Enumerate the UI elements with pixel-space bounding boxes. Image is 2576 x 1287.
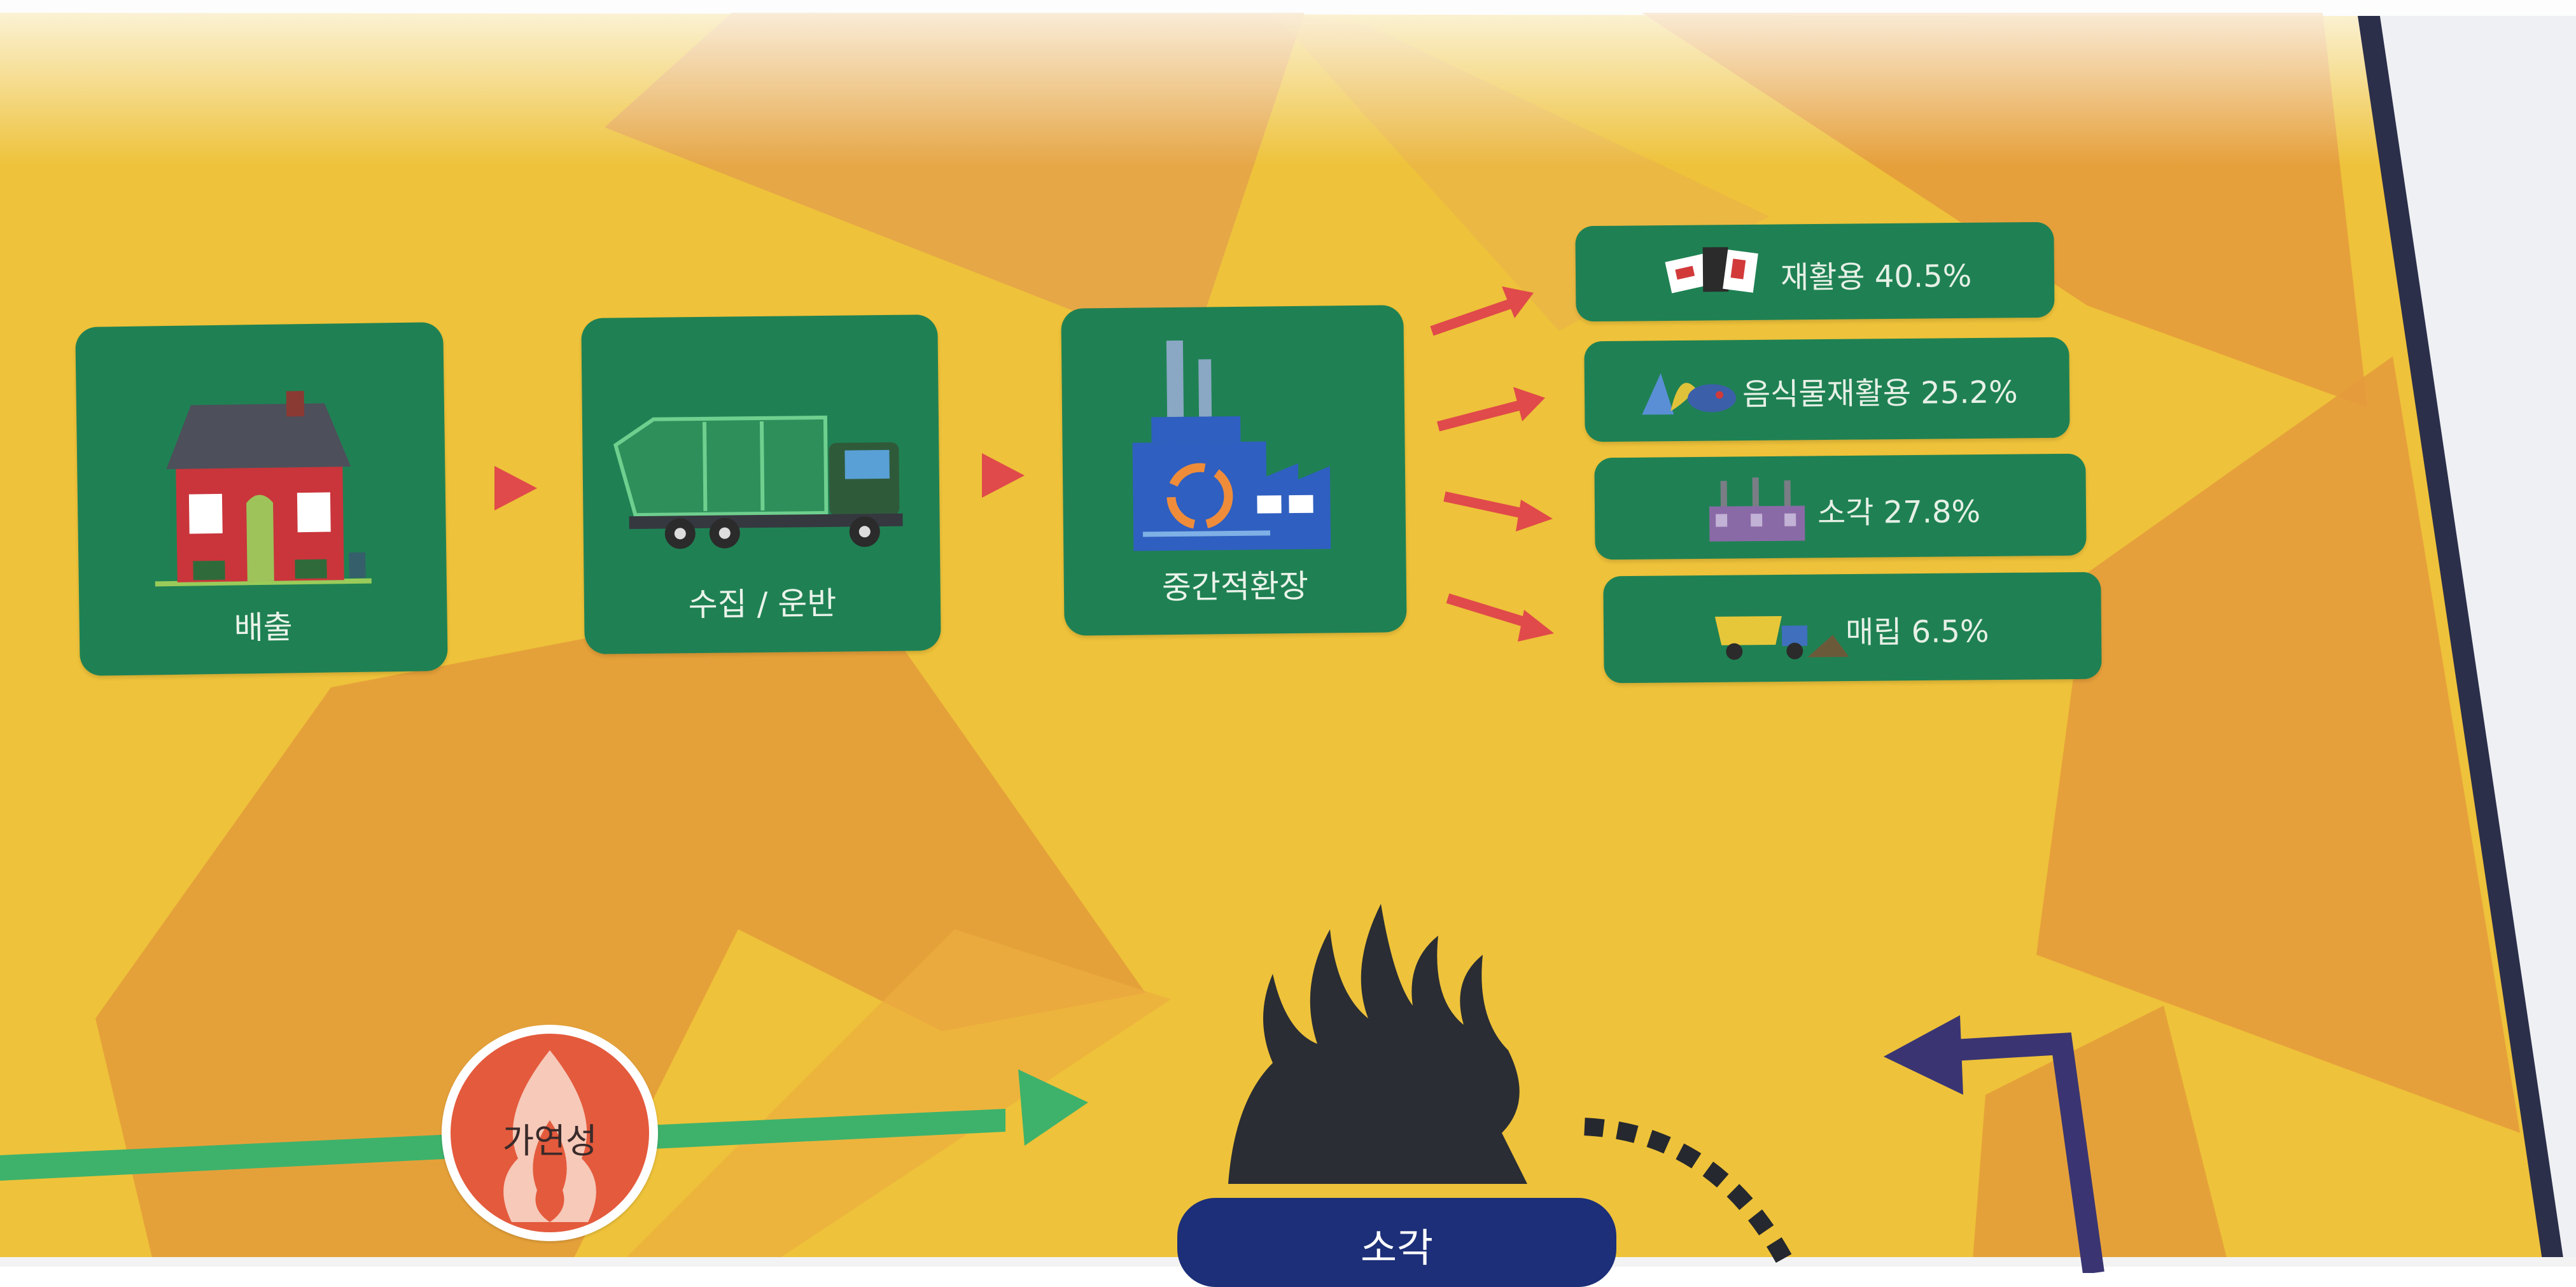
flow-arrow-2 (982, 453, 1025, 498)
step-label-transfer-station: 중간적환장 (1161, 567, 1309, 607)
house-icon (155, 391, 372, 587)
purple-return-arrow (1884, 1015, 2104, 1273)
incinerator-icon (1709, 477, 1805, 542)
arrow-to-food-recycling (1436, 387, 1545, 432)
outcome-label-incineration: 소각 27.8% (1817, 494, 1981, 531)
step-card-emission: 배출 (75, 321, 448, 677)
recycle-bin-icon (1665, 247, 1758, 293)
combustible-label: 가연성 (502, 1121, 598, 1161)
arrow-to-incineration (1443, 491, 1553, 531)
fire-icon (503, 1050, 596, 1222)
arrow-to-recycling (1430, 286, 1534, 336)
outcome-label-recycling: 재활용 40.5% (1780, 258, 1972, 296)
flame-icon (1228, 904, 1527, 1184)
incineration-banner: 소각 (1177, 1198, 1616, 1287)
outcome-incineration: 소각 27.8% (1594, 453, 2087, 560)
step-card-transfer-station: 중간적환장 (1061, 305, 1407, 636)
outcome-landfill: 매립 6.5% (1603, 572, 2102, 684)
outcome-arrows (1430, 286, 1554, 642)
flow-arrow-1 (494, 466, 537, 510)
food-waste-icon (1642, 373, 1737, 415)
outcome-food-recycling: 음식물재활용 25.2% (1584, 337, 2070, 442)
combustible-badge: 가연성 (442, 1025, 658, 1241)
incineration-label: 소각 (1360, 1225, 1434, 1271)
outcome-recycling: 재활용 40.5% (1575, 222, 2055, 322)
factory-icon (1132, 340, 1331, 551)
dump-truck-icon (1714, 615, 1849, 660)
step-label-emission: 배출 (234, 608, 293, 647)
dotted-return-line (1584, 1118, 1796, 1271)
garbage-truck-icon (613, 415, 903, 549)
arrow-to-landfill (1446, 593, 1554, 642)
outcome-label-landfill: 매립 6.5% (1845, 614, 1989, 651)
step-label-collection: 수집 / 운반 (688, 584, 837, 624)
step-card-collection: 수집 / 운반 (581, 314, 941, 654)
outcome-label-food-recycling: 음식물재활용 25.2% (1742, 374, 2018, 413)
